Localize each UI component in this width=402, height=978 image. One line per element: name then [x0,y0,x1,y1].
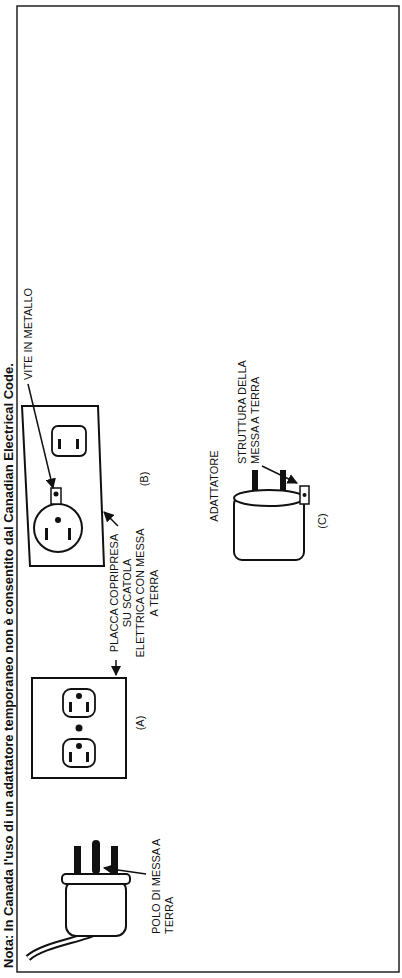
slot [76,439,79,449]
slot [69,702,72,712]
plug-illustration [28,840,130,958]
tab-hole [303,493,307,497]
part-label: VITE IN METALLO [22,230,35,380]
ground-hole [55,517,61,523]
receptacle [63,689,95,717]
slot [45,528,48,540]
adapter-prong [280,470,286,491]
slot [69,752,72,762]
part-label: PLACCA COPRIPRESA SU SCATOLA ELETTRICA C… [108,528,161,658]
receptacle [63,739,95,767]
screw [76,725,83,732]
note-text: Nota: In Canada l'uso di un adattatore t… [1,8,17,968]
ground-hole [76,743,82,749]
part-label: POLO DI MESSA A TERRA [150,830,176,934]
metal-screw [54,492,59,497]
adapter-front [234,490,304,506]
part-label: STRUTTURA DELLA MESSA A TERRA [236,352,262,464]
plug-face [62,874,130,884]
cord [28,934,92,958]
leader-line [28,384,53,488]
slot [58,439,61,449]
leader-line [262,466,297,483]
cord-inner [28,934,92,958]
grounding-tab [51,488,61,504]
adapter-face [34,504,82,552]
callout-letter: (B) [138,464,151,494]
callout-letter: (A) [134,708,147,738]
slot [86,752,89,762]
cover-plate [22,406,104,566]
frame [17,6,399,972]
leader-line [115,660,117,675]
receptacle [52,426,86,456]
outlet-b [22,406,104,566]
ground-hole [76,693,82,699]
slot [86,702,89,712]
leader-line [104,868,146,874]
plug-prong [74,846,81,874]
adapter-c [234,470,309,560]
adapter-prong [252,470,258,491]
grounding-tab [300,486,309,504]
slot [68,528,71,540]
plug-body [66,880,126,936]
outlet-a [32,678,126,778]
cover-plate [32,678,126,778]
part-label: ADATTATORE [208,440,221,532]
ground-pin [92,840,100,874]
callout-letter: (C) [316,506,329,536]
leader-line [104,512,118,526]
